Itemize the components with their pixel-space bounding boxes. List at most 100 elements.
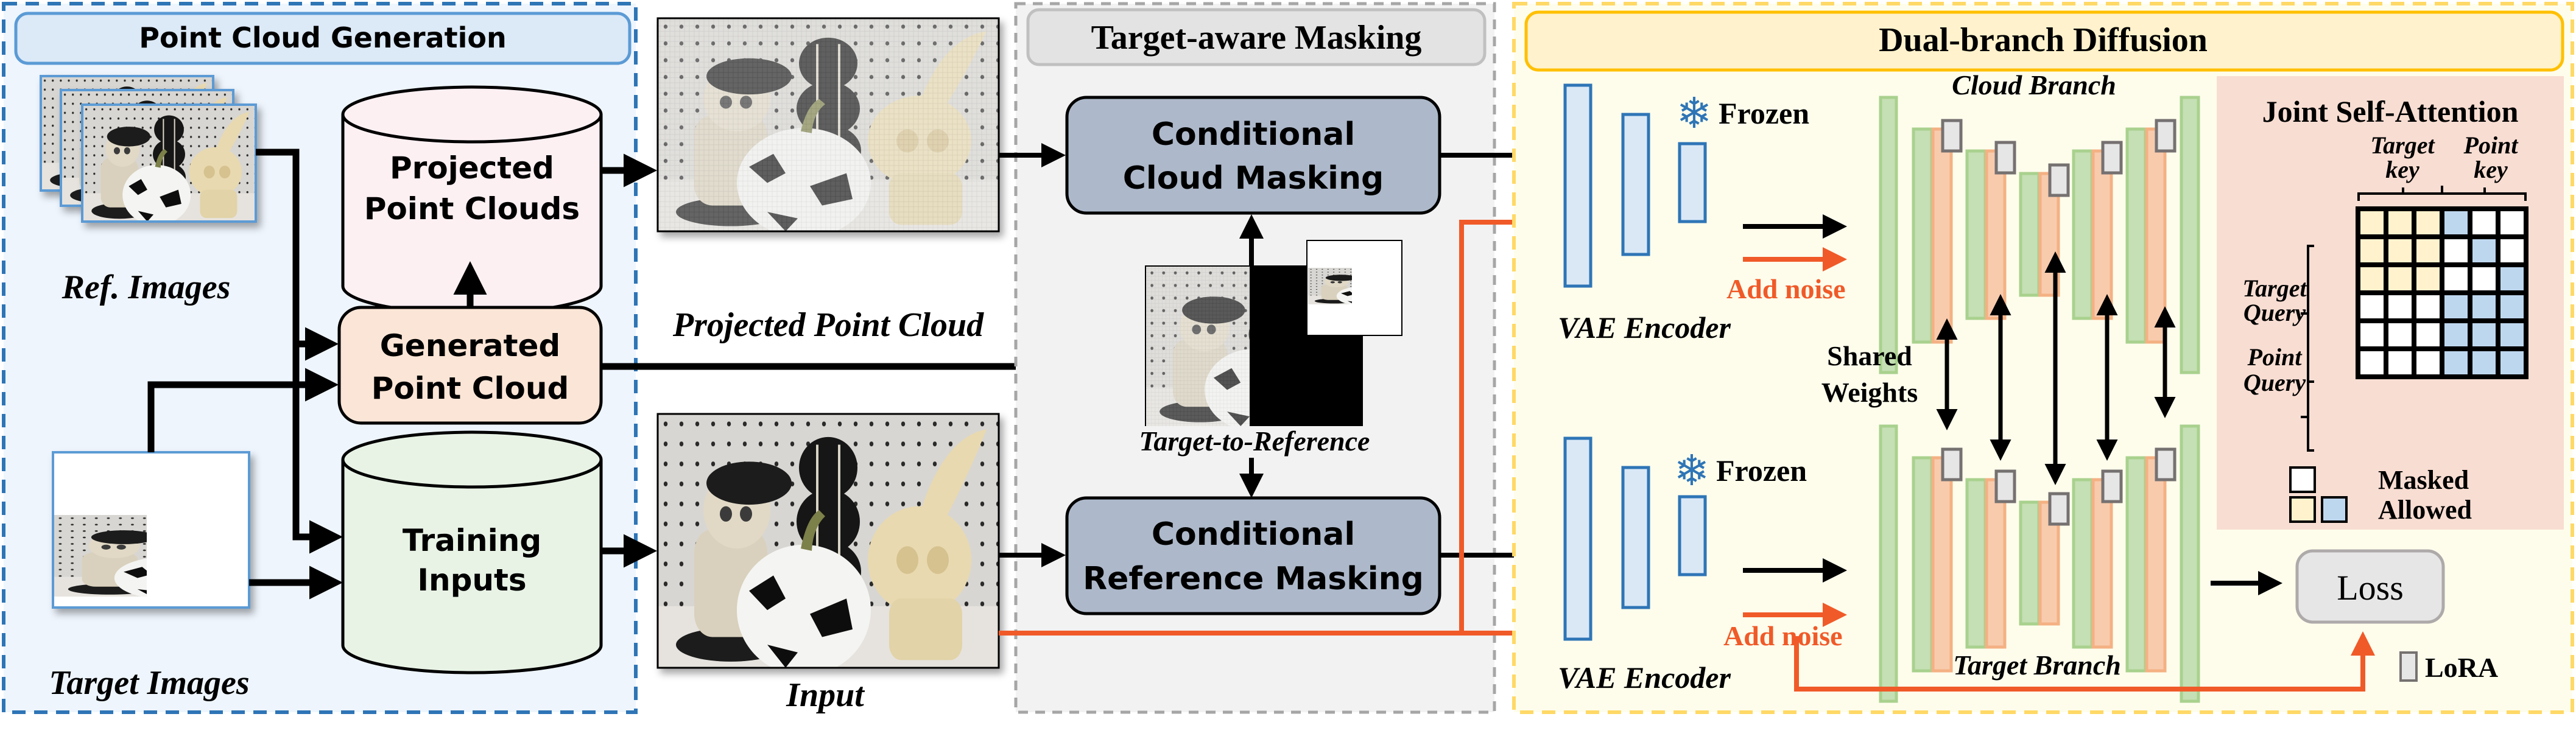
unet-block-green [2072, 149, 2094, 320]
encoder-to-unet-arrows [1743, 214, 1847, 627]
joint-self-attention-panel: Joint Self-Attention Target key Point ke… [2217, 76, 2564, 530]
projected-point-clouds-database: Projected Point Clouds [341, 85, 603, 315]
lora-adapter [2048, 163, 2070, 197]
target-branch-label: Target Branch [1953, 650, 2121, 681]
conditional-cloud-masking-line1: Conditional [1152, 116, 1355, 153]
legend-masked-swatch [2289, 466, 2316, 493]
attention-cell [2472, 295, 2496, 318]
attention-cell [2360, 351, 2384, 374]
attention-cell [2416, 211, 2440, 234]
lora-legend-label: LoRA [2425, 652, 2498, 683]
col-group-target-line2: key [2385, 156, 2419, 183]
vae-layer [1678, 495, 1707, 576]
braces [2301, 186, 2527, 452]
unet-block-green [2125, 456, 2147, 673]
frozen-text: Frozen [1719, 96, 1809, 130]
snowflake-icon: ❄ [1677, 91, 1712, 138]
ref-images-label: Ref. Images [62, 268, 231, 306]
attention-cell [2472, 239, 2496, 262]
shared-weights-line2: Weights [1821, 377, 1918, 408]
lora-adapter [1994, 469, 2016, 503]
generated-point-cloud-box: Generated Point Cloud [337, 306, 603, 425]
add-noise-label-top: Add noise [1726, 273, 1846, 304]
attention-cell [2416, 295, 2440, 318]
unet-block-green [2072, 478, 2094, 649]
attention-cell [2500, 239, 2524, 262]
loss-label: Loss [2337, 568, 2404, 608]
vae-layer [1678, 142, 1707, 223]
noise-to-loss-arrow [1794, 631, 2375, 692]
attention-cell [2388, 239, 2412, 262]
lora-adapter [2155, 119, 2177, 153]
unet-outer-layer [1879, 424, 1898, 703]
conditional-reference-masking-box: Conditional Reference Masking [1065, 496, 1441, 615]
vae-layer [1563, 83, 1592, 288]
col-group-point-line1: Point [2463, 131, 2519, 159]
target-branch-unet [1879, 424, 2200, 703]
unet-block-orange [2145, 456, 2167, 673]
conditional-cloud-masking-box: Conditional Cloud Masking [1065, 96, 1441, 215]
unet-block-orange [2145, 127, 2167, 344]
lora-adapter [2048, 492, 2070, 526]
unet-block-green [2125, 127, 2147, 344]
reference-images-stack [40, 75, 257, 223]
projected-point-cloud-label: Projected Point Cloud [672, 306, 984, 344]
attention-cell [2388, 323, 2412, 346]
col-group-point-line2: key [2474, 156, 2508, 183]
lora-adapter [2155, 447, 2177, 482]
unet-block-orange [1985, 478, 2007, 649]
unet-block-green [1965, 149, 1987, 320]
conditional-reference-masking-line2: Reference Masking [1083, 561, 1424, 597]
unet-outer-layer [2180, 96, 2200, 374]
lora-legend-icon [2399, 651, 2418, 682]
legend-allowed-point-swatch [2321, 496, 2348, 523]
section-header-box [14, 12, 632, 65]
shared-weights-line1: Shared [1827, 340, 1912, 371]
attention-cell [2416, 267, 2440, 290]
row-group-point-line1: Point [2247, 343, 2303, 371]
lora-adapter [1941, 119, 1963, 153]
frozen-label-top: ❄ Frozen [1677, 91, 1810, 138]
projected-point-clouds-line1: Projected [390, 150, 554, 186]
generated-point-cloud-line2: Point Cloud [371, 371, 569, 406]
legend-masked-label: Masked [2378, 465, 2469, 495]
snowflake-icon: ❄ [1674, 448, 1710, 495]
attention-cell [2472, 267, 2496, 290]
attention-cell [2472, 211, 2496, 234]
row-group-target-line2: Query [2243, 299, 2306, 326]
attention-cell [2500, 211, 2524, 234]
shared-weight-arrows [1936, 251, 2176, 485]
unet-block-green [1965, 478, 1987, 649]
lora-adapter [2101, 141, 2123, 175]
attention-cell [2500, 295, 2524, 318]
projected-point-clouds-line2: Point Clouds [364, 191, 580, 226]
section-title: Target-aware Masking [1091, 19, 1422, 57]
section-header-box [1524, 10, 2564, 72]
legend-allowed-label: Allowed [2378, 495, 2472, 525]
attention-cell [2388, 351, 2412, 374]
attention-cell [2472, 323, 2496, 346]
attention-cell [2360, 295, 2384, 318]
vae-encoder-label-top: VAE Encoder [1558, 310, 1731, 345]
attention-cell [2360, 239, 2384, 262]
projected-point-cloud-image [656, 17, 1000, 233]
col-group-target-line1: Target [2370, 131, 2435, 159]
attention-cell [2444, 211, 2468, 234]
lora-adapter [1994, 141, 2016, 175]
unet-block-orange [1931, 127, 1953, 344]
attention-cell [2416, 323, 2440, 346]
lora-adapter [2101, 469, 2123, 503]
unet-outer-layer [2180, 424, 2200, 703]
attention-cell [2444, 267, 2468, 290]
attention-cell [2360, 323, 2384, 346]
unet-block-green [1912, 456, 1934, 673]
attention-cell [2500, 267, 2524, 290]
section-title: Dual-branch Diffusion [1879, 21, 2208, 59]
vae-layer [1621, 113, 1650, 256]
unet-block-orange [2091, 478, 2113, 649]
cloud-branch-label: Cloud Branch [1952, 69, 2116, 100]
training-inputs-line2: Inputs [417, 562, 526, 598]
vae-encoder-target [1563, 436, 1707, 641]
unet-block-green [1912, 127, 1934, 344]
training-inputs-line1: Training [403, 523, 541, 558]
